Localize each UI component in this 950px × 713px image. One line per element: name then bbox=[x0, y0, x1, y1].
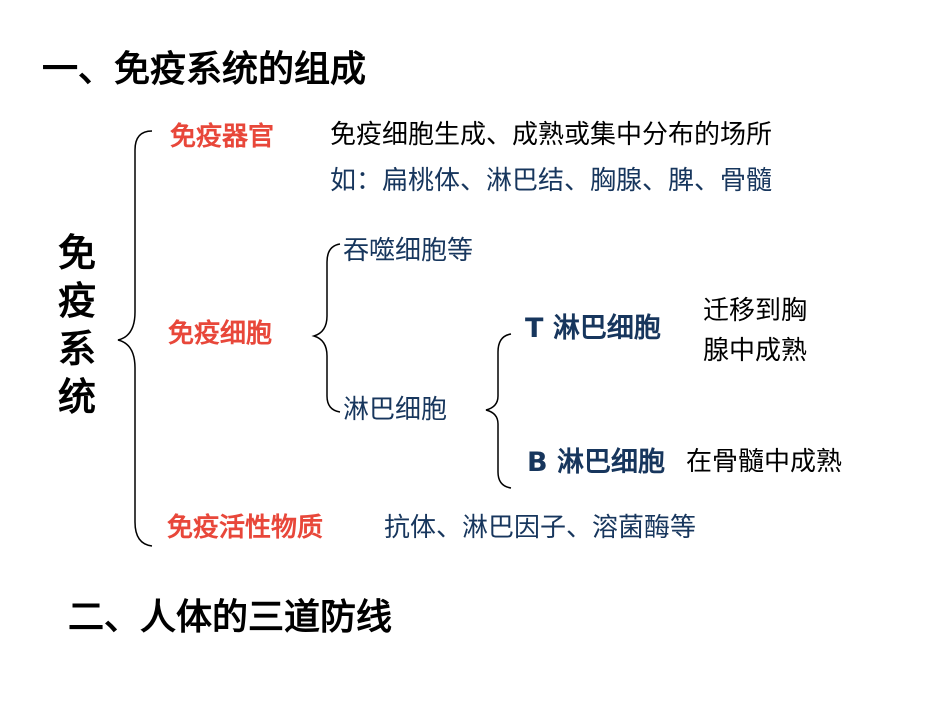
main-brace bbox=[117, 130, 153, 547]
lymphocyte-label: 淋巴细胞 bbox=[343, 395, 448, 425]
category-active-substances: 免疫活性物质 bbox=[167, 513, 324, 543]
root-char: 系 bbox=[58, 327, 97, 371]
t-cell-note-line2: 腺中成熟 bbox=[703, 336, 808, 366]
organs-examples: 如：扁桃体、淋巴结、胸腺、脾、骨髓 bbox=[330, 166, 773, 196]
t-cell-note-line1: 迁移到胸 bbox=[703, 296, 808, 326]
root-char: 疫 bbox=[58, 279, 97, 323]
root-char: 免 bbox=[58, 231, 97, 275]
phagocyte-label: 吞噬细胞等 bbox=[343, 236, 474, 266]
organs-description: 免疫细胞生成、成熟或集中分布的场所 bbox=[330, 120, 773, 150]
cell-brace bbox=[311, 243, 341, 413]
root-node-immune-system: 免 疫 系 统 bbox=[58, 229, 96, 421]
lymphocyte-brace bbox=[485, 333, 512, 489]
section-heading-2: 二、人体的三道防线 bbox=[68, 597, 393, 638]
category-immune-cells: 免疫细胞 bbox=[168, 319, 273, 349]
t-cell-label: T 淋巴细胞 bbox=[525, 313, 661, 344]
root-char: 统 bbox=[58, 375, 97, 419]
b-cell-note: 在骨髓中成熟 bbox=[686, 447, 843, 477]
b-cell-label: B 淋巴细胞 bbox=[527, 447, 665, 478]
active-substances-description: 抗体、淋巴因子、溶菌酶等 bbox=[384, 513, 697, 543]
section-heading-1: 一、免疫系统的组成 bbox=[42, 49, 367, 90]
category-immune-organs: 免疫器官 bbox=[170, 122, 275, 152]
